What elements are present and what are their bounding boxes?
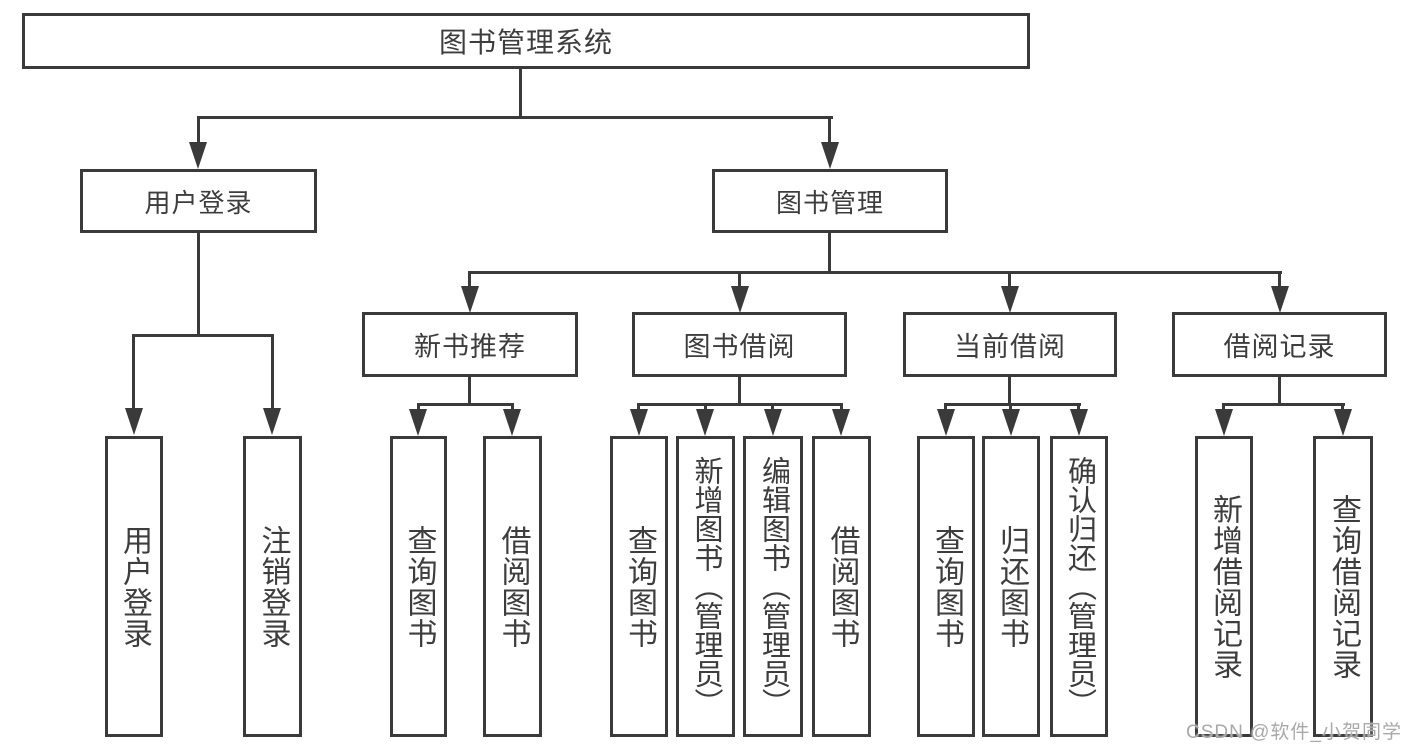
leaf-logout-label: 注销登录 <box>256 524 290 649</box>
connector-br-stem <box>1278 377 1281 405</box>
arrowhead-cb-query-icon <box>937 409 955 436</box>
connector-nbr-stub-2 <box>511 405 514 411</box>
arrowhead-leaf-login-icon <box>125 408 143 435</box>
leaf-br-query-record: 查询借阅记录 <box>1313 436 1373 737</box>
arrowhead-borrow-records-icon <box>1271 286 1289 313</box>
connector-stem-current-borrow <box>1008 273 1011 288</box>
connector-user-stem <box>197 233 200 336</box>
connector-br-stub-1 <box>1222 405 1225 411</box>
connector-bb-stub-4 <box>840 405 843 411</box>
arrowhead-cb-confirm-icon <box>1070 409 1088 436</box>
leaf-cb-confirm-return-label: 确认归还（管理员） <box>1063 456 1096 717</box>
node-current-borrow-label: 当前借阅 <box>954 332 1066 362</box>
leaf-bb-borrow-books-label: 借阅图书 <box>825 524 859 649</box>
connector-cb-stub-1 <box>944 405 947 411</box>
connector-stem-borrow-records <box>1278 273 1281 288</box>
leaf-cb-query-books-label: 查询图书 <box>930 524 963 649</box>
connector-nbr-stub-1 <box>417 405 420 411</box>
arrowhead-nbr-borrow-icon <box>503 409 521 436</box>
leaf-cb-return-books-label: 归还图书 <box>995 524 1028 649</box>
arrowhead-bb-borrow-icon <box>832 409 850 436</box>
leaf-nbr-query-books-label: 查询图书 <box>402 524 436 649</box>
watermark: CSDN @软件_小贺同学 <box>1186 722 1402 743</box>
leaf-bb-query-books-label: 查询图书 <box>623 524 656 649</box>
node-book-borrow-label: 图书借阅 <box>683 332 796 362</box>
connector-nbr-stem <box>468 377 471 405</box>
connector-stem-leaf-login <box>132 336 135 410</box>
leaf-br-add-record: 新增借阅记录 <box>1195 436 1253 737</box>
node-book-borrow: 图书借阅 <box>632 312 847 377</box>
leaf-br-add-record-label: 新增借阅记录 <box>1208 493 1241 680</box>
node-borrow-records-label: 借阅记录 <box>1223 332 1336 362</box>
connector-user-hline <box>132 334 274 337</box>
connector-cb-stub-2 <box>1009 405 1012 411</box>
connector-bb-hline <box>637 403 843 406</box>
connector-stem-leaf-logout <box>271 336 274 410</box>
connector-br-stub-2 <box>1341 405 1344 411</box>
arrowhead-bb-add-icon <box>696 409 714 436</box>
connector-bb-stub-3 <box>771 405 774 411</box>
node-user-login: 用户登录 <box>80 169 317 233</box>
connector-stem-book-mgmt <box>828 118 831 145</box>
node-current-borrow: 当前借阅 <box>903 312 1117 377</box>
leaf-cb-query-books: 查询图书 <box>917 436 975 737</box>
connector-cb-hline <box>944 403 1081 406</box>
leaf-bb-query-books: 查询图书 <box>610 436 668 737</box>
arrowhead-nbr-query-icon <box>409 409 427 436</box>
connector-bb-stub-2 <box>704 405 707 411</box>
arrowhead-br-add-icon <box>1215 409 1233 436</box>
node-book-mgmt-label: 图书管理 <box>775 187 884 218</box>
leaf-nbr-query-books: 查询图书 <box>390 436 447 737</box>
arrowhead-current-borrow-icon <box>1001 286 1019 313</box>
leaf-bb-add-books-label: 新增图书（管理员） <box>690 456 722 717</box>
arrowhead-leaf-logout-icon <box>263 408 281 435</box>
leaf-user-login-label: 用户登录 <box>118 524 151 649</box>
node-book-mgmt: 图书管理 <box>712 169 948 233</box>
node-user-login-label: 用户登录 <box>144 187 253 218</box>
leaf-bb-borrow-books: 借阅图书 <box>812 436 871 737</box>
node-borrow-records: 借阅记录 <box>1172 312 1387 377</box>
leaf-bb-edit-books: 编辑图书（管理员） <box>743 436 803 737</box>
node-root: 图书管理系统 <box>22 13 1030 69</box>
connector-bb-stub-1 <box>637 405 640 411</box>
connector-br-hline <box>1222 403 1345 406</box>
connector-root-stem <box>519 69 522 118</box>
arrowhead-book-borrow-icon <box>731 286 749 313</box>
connector-cb-stem <box>1008 377 1011 405</box>
arrowhead-book-mgmt-icon <box>821 142 839 169</box>
node-new-book-rec-label: 新书推荐 <box>414 332 526 362</box>
connector-stem-book-borrow <box>738 273 741 288</box>
arrowhead-user-login-icon <box>189 142 207 169</box>
leaf-nbr-borrow-books-label: 借阅图书 <box>496 524 530 649</box>
connector-mgmt-hline <box>468 271 1282 274</box>
arrowhead-br-query-icon <box>1334 409 1352 436</box>
connector-root-hline <box>197 116 833 119</box>
node-new-book-rec: 新书推荐 <box>362 312 578 377</box>
arrowhead-new-book-rec-icon <box>461 286 479 313</box>
leaf-user-login: 用户登录 <box>105 436 163 737</box>
connector-stem-new-book-rec <box>468 273 471 288</box>
arrowhead-bb-query-icon <box>630 409 648 436</box>
connector-nbr-hline <box>417 403 514 406</box>
leaf-cb-confirm-return: 确认归还（管理员） <box>1050 436 1108 737</box>
leaf-cb-return-books: 归还图书 <box>982 436 1040 737</box>
connector-cb-stub-3 <box>1077 405 1080 411</box>
leaf-logout: 注销登录 <box>243 436 302 737</box>
leaf-br-query-record-label: 查询借阅记录 <box>1327 493 1360 680</box>
connector-stem-user-login <box>197 118 200 145</box>
connector-mgmt-stem <box>828 233 831 273</box>
leaf-bb-edit-books-label: 编辑图书（管理员） <box>757 456 790 717</box>
arrowhead-bb-edit-icon <box>764 409 782 436</box>
leaf-nbr-borrow-books: 借阅图书 <box>483 436 542 737</box>
arrowhead-cb-return-icon <box>1002 409 1020 436</box>
connector-bb-stem <box>738 377 741 405</box>
node-root-label: 图书管理系统 <box>438 27 613 58</box>
leaf-bb-add-books: 新增图书（管理员） <box>676 436 735 737</box>
